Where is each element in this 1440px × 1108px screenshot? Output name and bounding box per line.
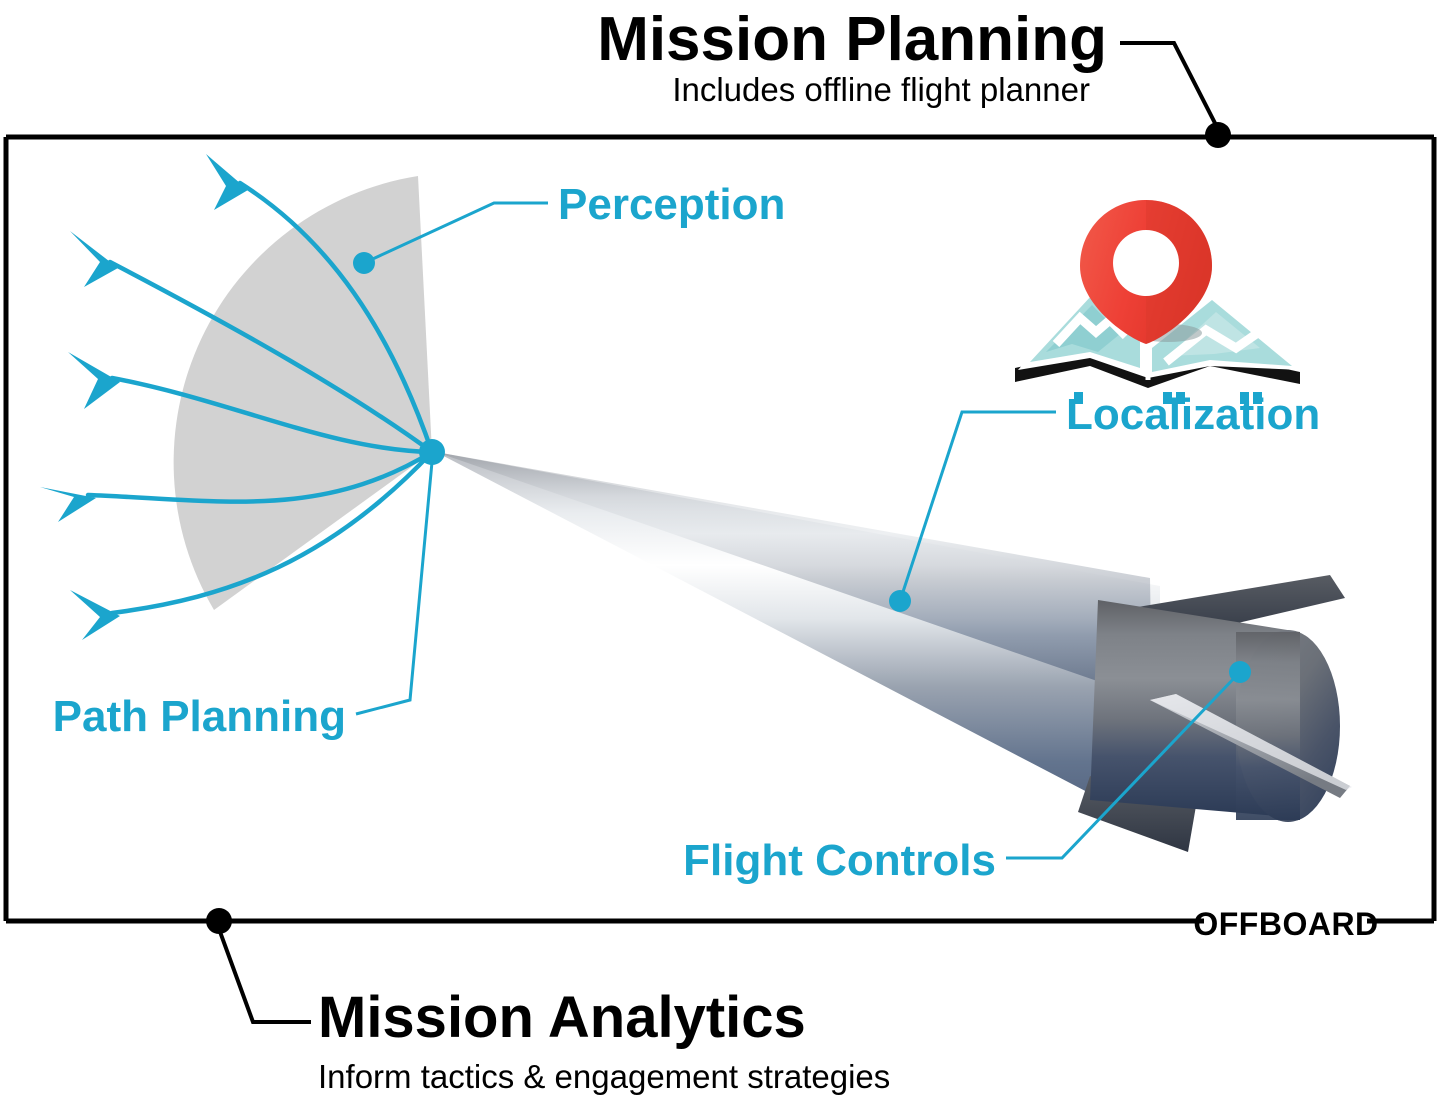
- leader-path-planning: [355, 461, 434, 716]
- dot-mission-analytics: [206, 908, 232, 934]
- leader-mission-planning: [1120, 41, 1220, 130]
- dot-perception: [353, 252, 375, 274]
- mission-planning-title: Mission Planning: [597, 5, 1107, 74]
- leader-mission-analytics: [217, 928, 311, 1024]
- leader-flight-controls: [1006, 670, 1242, 860]
- offboard-label: OFFBOARD: [1193, 906, 1378, 942]
- leader-localization: [898, 410, 1056, 602]
- map-pin-icon: [1080, 200, 1212, 344]
- callout-label-path-planning: Path Planning: [53, 692, 346, 741]
- mission-analytics-subtitle: Inform tactics & engagement strategies: [318, 1058, 890, 1095]
- onboard-callout-dots: [353, 252, 1251, 683]
- mission-planning-subtitle: Includes offline flight planner: [672, 71, 1090, 108]
- dot-mission-planning: [1205, 122, 1231, 148]
- callout-label-perception: Perception: [558, 180, 785, 229]
- onboard-leader-lines: [355, 201, 1242, 860]
- mission-analytics-title: Mission Analytics: [318, 985, 806, 1050]
- offboard-callout-dots: [206, 122, 1231, 934]
- missile-graphic: [436, 452, 1352, 852]
- offboard-boundary-box: [3, 134, 1437, 924]
- dot-path-planning: [419, 439, 445, 465]
- offboard-leader-lines: [217, 41, 1220, 1024]
- leader-perception: [363, 201, 548, 265]
- path-planning-arrowheads: [40, 154, 248, 640]
- callout-label-localization: Localization: [1066, 390, 1320, 439]
- path-planning-arrows: [85, 180, 435, 616]
- dot-localization: [889, 590, 911, 612]
- dot-flight-controls: [1229, 661, 1251, 683]
- callout-label-flight-controls: Flight Controls: [683, 836, 996, 885]
